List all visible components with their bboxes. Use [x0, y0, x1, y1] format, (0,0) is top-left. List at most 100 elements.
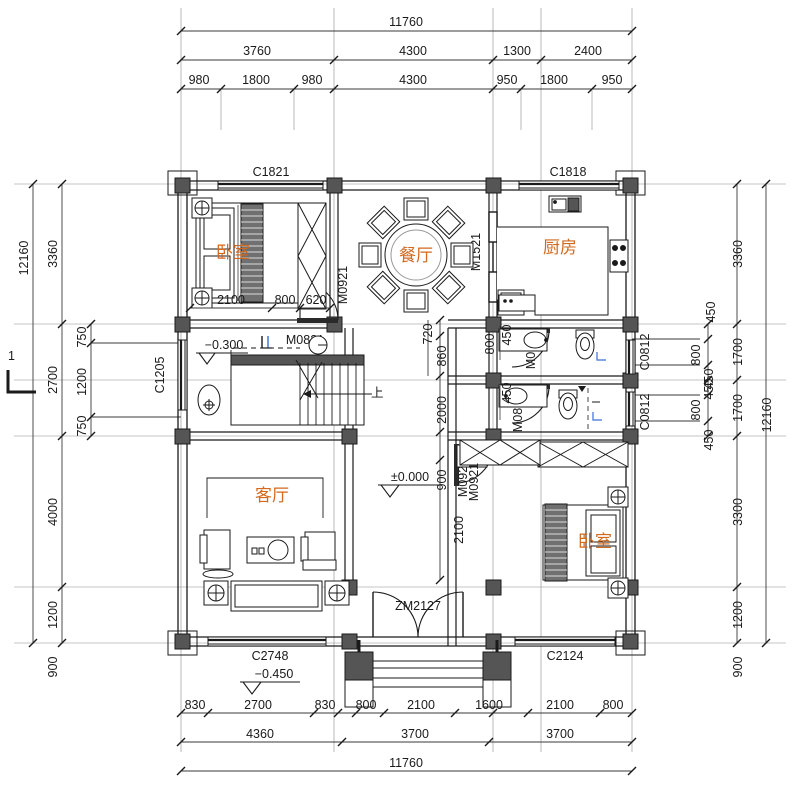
bottom-dimension-chain: [181, 712, 632, 772]
label-window-right-upper: C0812: [638, 334, 652, 371]
dim-right2-c: 450: [702, 369, 716, 390]
storage-under-stair: [459, 439, 541, 466]
dim-top2-b: 4300: [399, 44, 427, 58]
dim-int-2000: 2000: [435, 396, 449, 424]
dim-bot1-f: 1600: [475, 698, 503, 712]
dim-bot2-b: 3700: [401, 727, 429, 741]
dim-bot1-c: 830: [315, 698, 336, 712]
dim-left-c: 4000: [46, 498, 60, 526]
level-marker-main: ±0.000: [378, 470, 442, 498]
label-window-top-left: C1821: [253, 165, 290, 179]
furniture-living-room: [199, 477, 350, 612]
dim-left2-b: 1200: [75, 368, 89, 396]
dim-bath-800-a: 800: [483, 334, 497, 355]
dim-top-overall: 11760: [389, 15, 423, 29]
dim-int-900: 900: [435, 470, 449, 491]
dim-left-e: 900: [46, 657, 60, 678]
label-window-bottom-right: C2124: [547, 649, 584, 663]
dim-right2-f: 450: [702, 430, 716, 451]
dim-left2-a: 750: [75, 327, 89, 348]
label-window-left: C1205: [153, 357, 167, 394]
furniture-bedroom-bottom-right: [537, 441, 629, 599]
svg-text:−0.450: −0.450: [255, 667, 294, 681]
svg-text:1: 1: [8, 349, 15, 363]
dim-right-total: 12160: [760, 398, 774, 433]
dim-right-b: 1700: [731, 338, 745, 366]
dim-bed-620: 620: [306, 293, 327, 307]
dim-right2-b: 800: [689, 345, 703, 366]
dim-bed-2100: 2100: [217, 293, 245, 307]
dim-bot1-d: 800: [356, 698, 377, 712]
staircase: [230, 347, 372, 426]
label-window-top-right: C1818: [550, 165, 587, 179]
dim-bath-500b: 450: [500, 383, 514, 404]
dim-top3-b: 1800: [242, 73, 270, 87]
top-dimension-ticks: [176, 26, 637, 94]
level-marker-mid: −0.300: [196, 338, 248, 365]
dim-bot2-a: 4360: [246, 727, 274, 741]
dim-bot1-g: 2100: [546, 698, 574, 712]
furniture-bedroom-top-left: [191, 197, 327, 310]
section-marker: 1: [6, 349, 36, 394]
dim-top2-c: 1300: [503, 44, 531, 58]
dim-right2-d: 450: [702, 379, 716, 400]
dim-top3-e: 950: [497, 73, 518, 87]
dim-left-a: 3360: [46, 240, 60, 268]
interior-dimension-chain: [427, 320, 441, 580]
bedroom-inner-dim-ticks: [185, 303, 335, 313]
level-marker-porch: −0.450: [240, 667, 300, 695]
dim-int-860: 860: [435, 346, 449, 367]
dim-top3-c: 980: [302, 73, 323, 87]
label-window-right-lower: C0812: [638, 394, 652, 431]
right-dimension-chain: [632, 184, 767, 643]
top-dimension-chain: [181, 30, 632, 90]
dim-int-720: 720: [421, 324, 435, 345]
dim-bath-500: 450: [500, 325, 514, 346]
dim-top2-d: 2400: [574, 44, 602, 58]
dim-left2-c: 750: [75, 416, 89, 437]
dim-left-b: 2700: [46, 366, 60, 394]
dim-bot2-c: 3700: [546, 727, 574, 741]
dim-right-d: 3300: [731, 498, 745, 526]
room-label-bedroom-bottom-right: 卧室: [578, 532, 612, 552]
dim-bot1-a: 830: [185, 698, 206, 712]
dim-bot3-overall: 11760: [389, 756, 423, 770]
dim-right-a: 3360: [731, 240, 745, 268]
dim-top3-a: 980: [189, 73, 210, 87]
porch-steps: [357, 640, 499, 688]
dim-bot1-e: 2100: [407, 698, 435, 712]
dim-int-2100: 2100: [452, 516, 466, 544]
windows: [177, 180, 636, 647]
dim-bot1-b: 2700: [244, 698, 272, 712]
right-dimension-ticks: [703, 179, 771, 648]
label-door-main-entrance: ZM2127: [395, 599, 441, 613]
dim-top2-a: 3760: [243, 44, 271, 58]
grid-lines: [14, 8, 786, 752]
dim-right-e: 1200: [731, 601, 745, 629]
dim-right2-e: 800: [689, 400, 703, 421]
label-door-dining: M0921: [336, 266, 350, 304]
svg-text:−0.300: −0.300: [205, 338, 244, 352]
svg-text:±0.000: ±0.000: [391, 470, 429, 484]
room-label-dining: 餐厅: [399, 246, 433, 266]
interior-dim-ticks: [435, 315, 445, 585]
furniture-dining-table: [358, 197, 474, 313]
dim-right2-a: 450: [704, 302, 718, 323]
room-label-living: 客厅: [255, 486, 289, 506]
dim-left-d: 1200: [46, 601, 60, 629]
label-stair-up: 上: [371, 386, 384, 400]
left-dimension-ticks: [28, 179, 96, 648]
left-dimension-chain: [32, 184, 181, 643]
dim-bot1-h: 800: [603, 698, 624, 712]
dim-right-f: 900: [731, 657, 745, 678]
bottom-dimension-ticks: [176, 708, 637, 776]
room-label-bedroom-top-left: 卧室: [216, 243, 250, 263]
dim-top3-d: 4300: [399, 73, 427, 87]
dim-top3-f: 1800: [540, 73, 568, 87]
dim-left-total: 12160: [17, 241, 31, 276]
dim-right-c: 1700: [731, 394, 745, 422]
label-door-bedroom-br: M0921: [456, 459, 470, 497]
dim-bed-800: 800: [275, 293, 296, 307]
